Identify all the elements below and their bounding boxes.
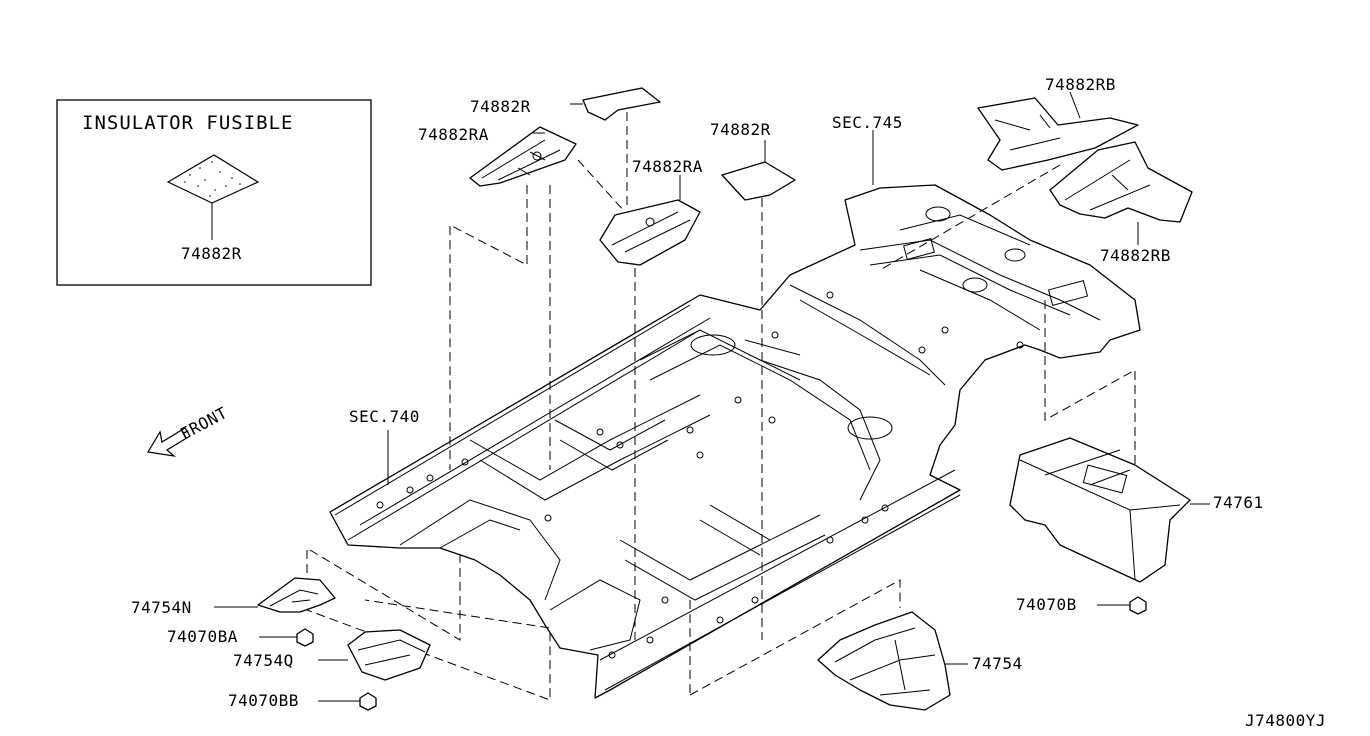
nut-74070BB <box>318 692 377 711</box>
part-74882R-top <box>570 87 661 121</box>
nut-74070BA <box>259 628 314 647</box>
part-74882RB-lower <box>1049 141 1193 245</box>
callout-74754Q: 74754Q <box>233 651 294 670</box>
callout-sec740: SEC.740 <box>349 407 420 426</box>
part-74754Q <box>318 629 431 681</box>
front-label: FRONT <box>177 403 231 444</box>
part-74882RB-upper <box>977 91 1139 171</box>
callout-74754N: 74754N <box>131 598 192 617</box>
part-74754N <box>214 577 336 613</box>
callout-74882RB-right: 74882RB <box>1100 246 1171 265</box>
callout-74882R-mid: 74882R <box>710 120 771 139</box>
insulator-dots <box>184 161 241 197</box>
legend-box: INSULATOR FUSIBLE 74882R <box>56 99 372 286</box>
callout-74070BA: 74070BA <box>167 627 238 646</box>
part-74882RA-mid <box>599 175 701 266</box>
callout-74882R-top: 74882R <box>470 97 531 116</box>
floor-panel-assembly <box>329 130 1141 699</box>
callout-74070B: 74070B <box>1016 595 1077 614</box>
part-74754 <box>817 611 968 711</box>
part-74882RA-left <box>469 126 577 187</box>
callout-74070BB: 74070BB <box>228 691 299 710</box>
fastener-holes <box>376 291 1024 659</box>
legend-part-label: 74882R <box>181 244 242 263</box>
front-arrow-icon: FRONT <box>147 403 231 457</box>
callout-sec745: SEC.745 <box>832 113 903 132</box>
insulator-pad-icon <box>166 154 260 204</box>
assembly-guides <box>306 112 1136 701</box>
callout-74754: 74754 <box>972 654 1023 673</box>
callout-74882RA-mid: 74882RA <box>632 157 703 176</box>
nut-74070B <box>1097 596 1147 615</box>
legend-frame <box>56 99 372 286</box>
callout-74882RB-top: 74882RB <box>1045 75 1116 94</box>
legend-title: INSULATOR FUSIBLE <box>82 112 293 134</box>
diagram-code: J74800YJ <box>1245 711 1326 730</box>
callout-74882RA-left: 74882RA <box>418 125 489 144</box>
part-74882R-mid <box>721 140 796 201</box>
callout-74761: 74761 <box>1213 493 1264 512</box>
part-74761 <box>1009 437 1210 583</box>
